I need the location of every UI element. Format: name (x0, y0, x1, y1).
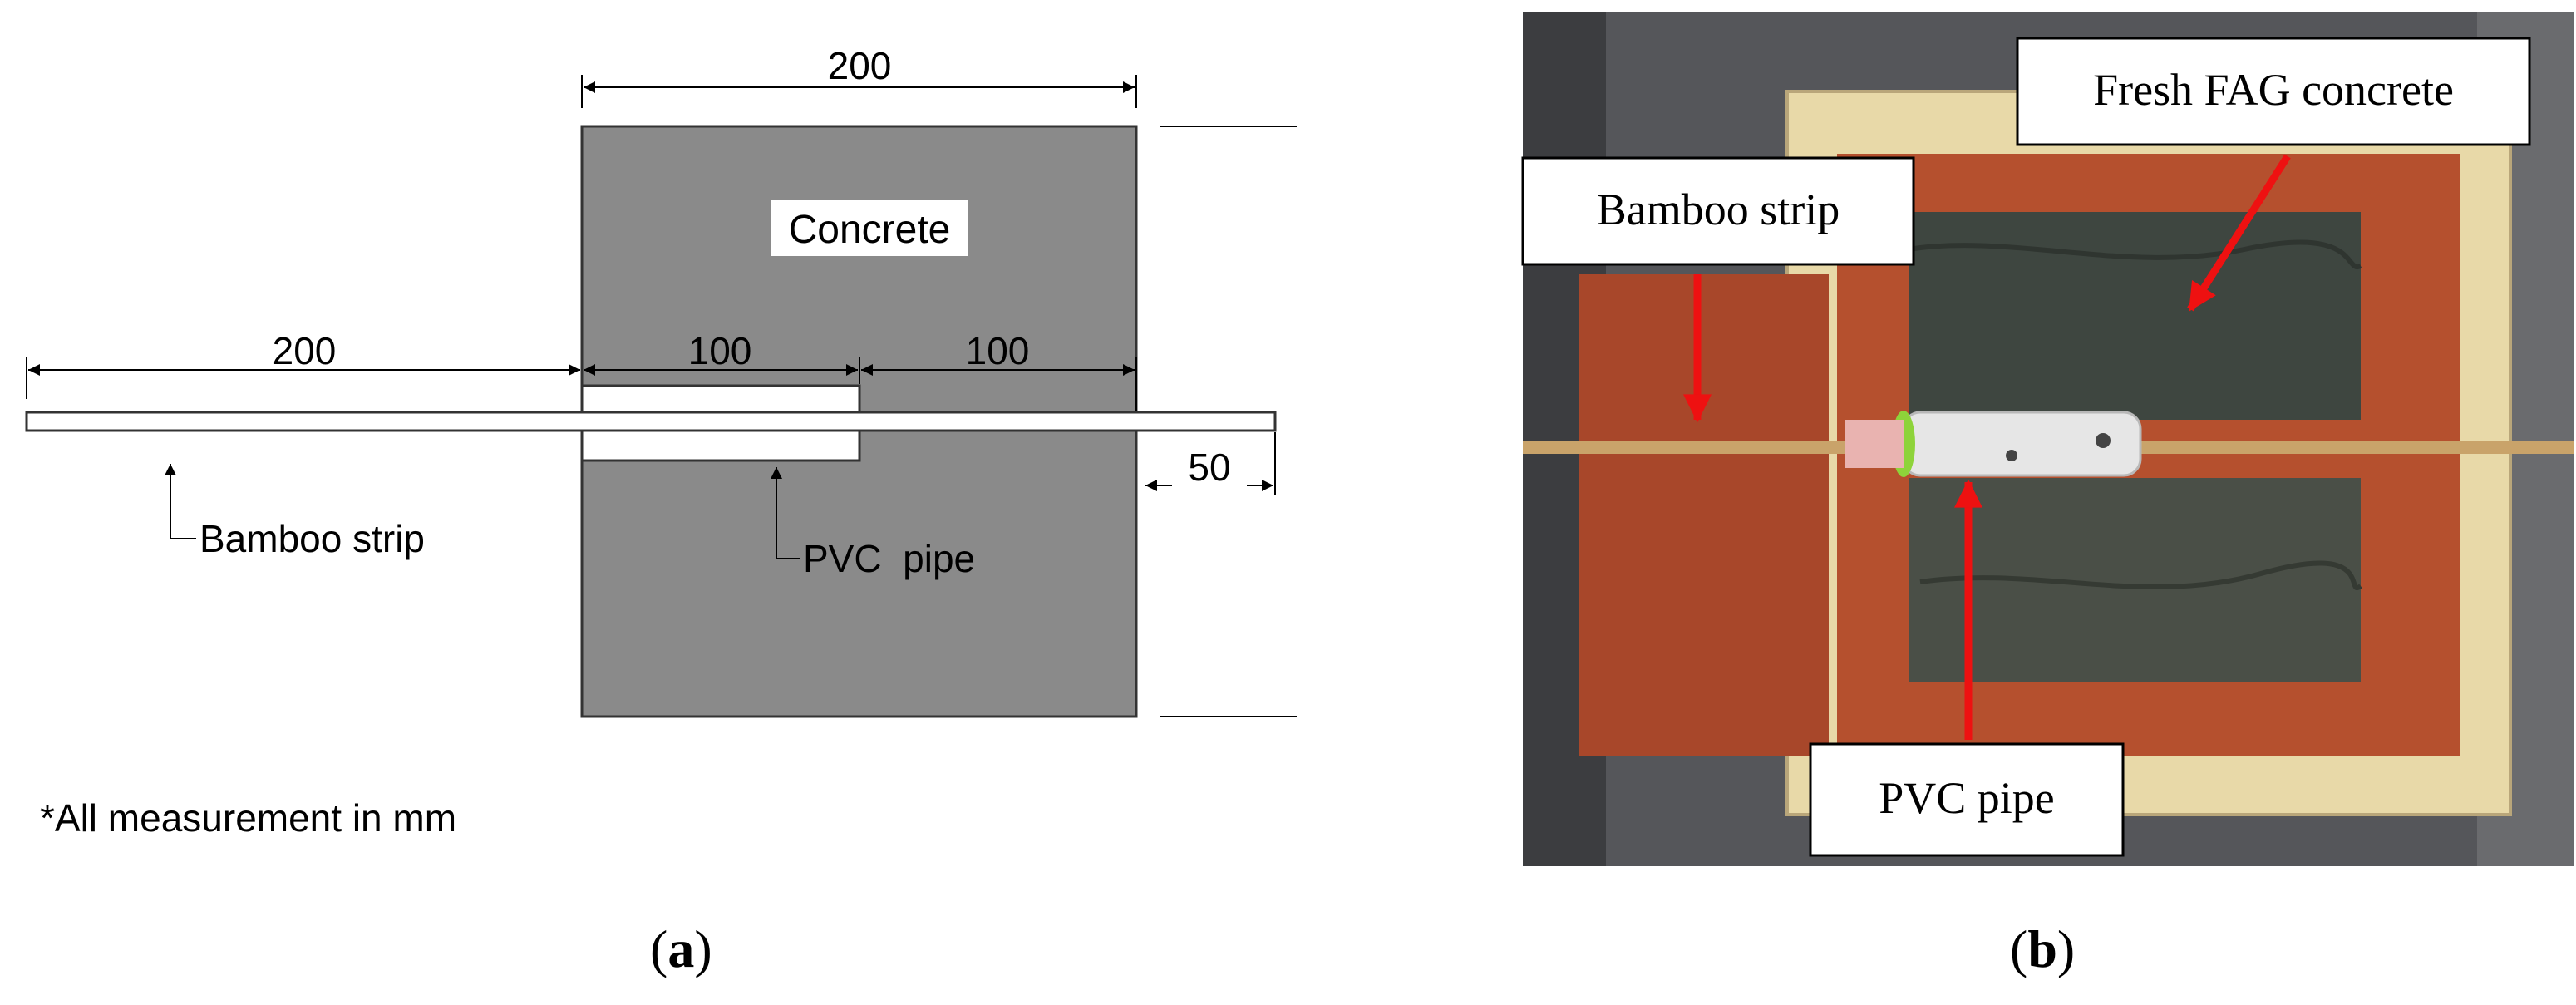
label-pvc: PVC pipe (1879, 773, 2055, 823)
panel-a-diagram: Concrete 200 200 100 100 200 50 (25, 44, 1297, 840)
panel-b-photo: Fresh FAG concrete Bamboo strip PVC pipe (1521, 12, 2574, 866)
dim-top-label: 200 (828, 44, 892, 87)
concrete-label: Concrete (789, 208, 951, 252)
dim-inner-right-label: 100 (966, 329, 1030, 372)
pvc-label: PVC pipe (803, 537, 975, 580)
dim-left-label: 200 (273, 329, 337, 372)
label-bamboo: Bamboo strip (1597, 185, 1840, 234)
concrete-label-bg (771, 200, 968, 256)
formwork-left-board (1579, 274, 1829, 756)
label-box-bamboo: Bamboo strip (1521, 156, 1915, 266)
dimension-protrusion: 50 (1145, 432, 1276, 495)
dimension-right: 200 (1160, 126, 1297, 717)
dimension-left: 200 (26, 329, 580, 399)
bamboo-label: Bamboo strip (199, 517, 425, 560)
bamboo-strip (25, 411, 1277, 432)
arrow-fresh (2187, 154, 2291, 312)
caption-b: (b) (2010, 919, 2076, 978)
dimension-inner: 100 100 (584, 329, 1137, 411)
label-box-fresh: Fresh FAG concrete (2016, 37, 2531, 146)
measurement-note: *All measurement in mm (40, 796, 456, 840)
caption-a-letter: a (667, 919, 695, 978)
bamboo-leader: Bamboo strip (165, 464, 425, 560)
dimension-top: 200 (581, 44, 1137, 108)
label-fresh: Fresh FAG concrete (2093, 65, 2454, 115)
label-box-pvc: PVC pipe (1809, 742, 2125, 857)
pvc-leader: PVC pipe (771, 467, 975, 580)
caption-b-letter: b (2027, 919, 2057, 978)
dim-protrusion-label: 50 (1188, 446, 1230, 489)
caption-a: (a) (650, 919, 712, 978)
dim-inner-left-label: 100 (688, 329, 752, 372)
